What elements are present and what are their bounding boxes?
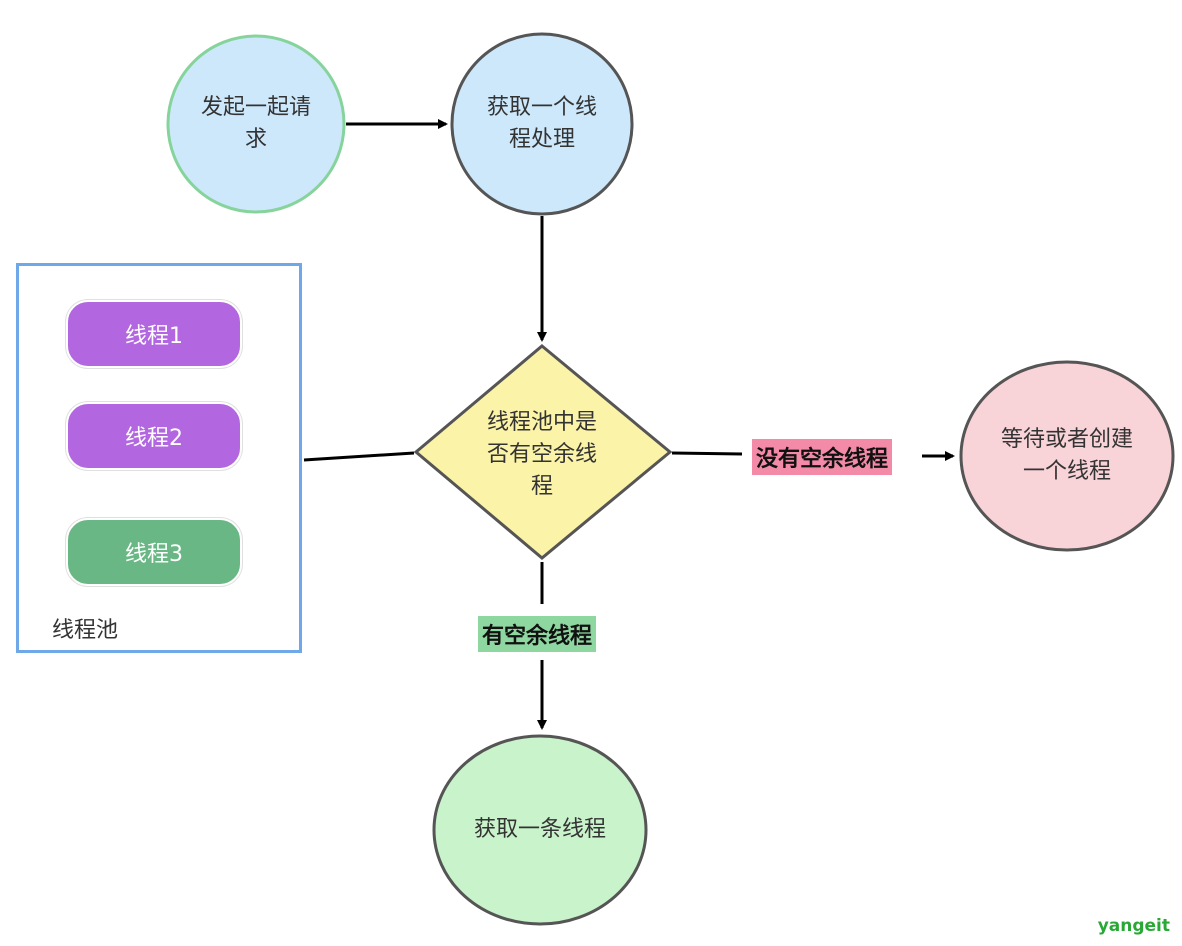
decision-line2: 否有空余线 xyxy=(486,442,597,468)
wait-or-create-line1: 等待或者创建 xyxy=(1000,427,1133,453)
decision-node-text: 线程池中是 否有空余线 程 xyxy=(462,400,622,510)
edge-pool-to-decision xyxy=(303,451,415,462)
start-node-line2: 求 xyxy=(244,127,267,152)
get-one-thread-node-text: 获取一条线程 xyxy=(450,810,630,850)
decision-line3: 程 xyxy=(530,473,553,499)
thread-1-pill: 线程1 xyxy=(66,300,242,368)
edge-decision-to-label-no xyxy=(671,451,743,456)
wait-or-create-line2: 一个线程 xyxy=(1022,459,1111,484)
thread-3-pill: 线程3 xyxy=(66,518,242,586)
wait-or-create-node-text: 等待或者创建 一个线程 xyxy=(977,416,1157,496)
get-thread-line2: 程处理 xyxy=(508,127,575,152)
thread-2-label: 线程2 xyxy=(125,426,183,451)
decision-line1: 线程池中是 xyxy=(486,410,597,436)
start-node-line1: 发起一起请 xyxy=(200,95,311,121)
wait-or-create-node xyxy=(959,360,1175,552)
has-free-thread-label: 有空余线程 xyxy=(478,616,597,652)
no-free-thread-label: 没有空余线程 xyxy=(752,439,893,475)
get-one-thread-node xyxy=(432,734,648,926)
thread-3-label: 线程3 xyxy=(125,542,183,567)
get-thread-node xyxy=(450,32,634,216)
thread-2-pill: 线程2 xyxy=(66,402,242,470)
get-one-thread-label: 获取一条线程 xyxy=(473,817,606,843)
thread-pool-label: 线程池 xyxy=(52,618,119,643)
get-thread-node-text: 获取一个线 程处理 xyxy=(462,84,622,164)
get-thread-line1: 获取一个线 xyxy=(486,95,597,121)
brand-watermark: yangeit xyxy=(1097,916,1170,936)
start-node-text: 发起一起请 求 xyxy=(176,84,336,164)
start-node xyxy=(166,34,346,214)
decision-node xyxy=(413,344,673,560)
thread-1-label: 线程1 xyxy=(125,324,183,349)
